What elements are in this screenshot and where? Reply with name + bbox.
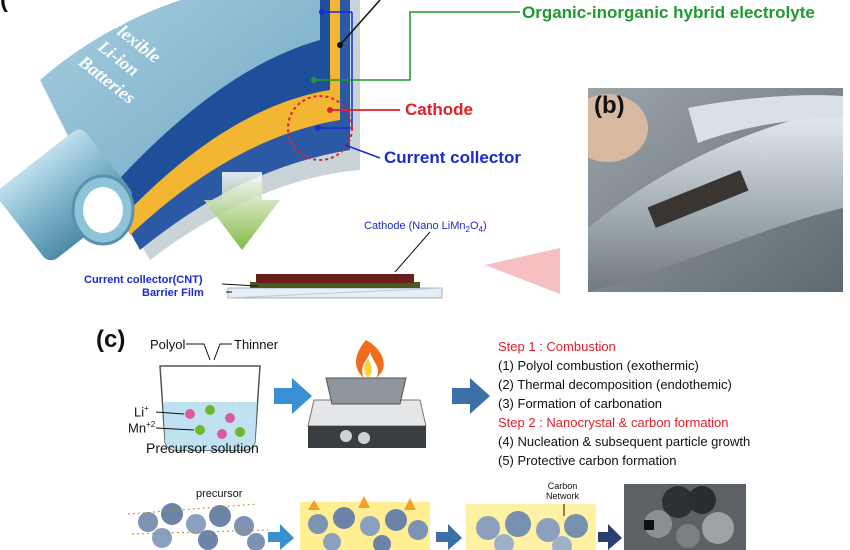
crucible [325, 377, 407, 405]
label-mn: Mn+2 [128, 420, 155, 435]
step2-item-2: (5) Protective carbon formation [498, 453, 677, 468]
step2-title: Step 2 : Nanocrystal & carbon formation [498, 415, 729, 430]
down-arrow [204, 172, 280, 250]
cathode-nano-sub1: 2 [465, 225, 470, 235]
synthesis-process [155, 340, 490, 451]
seq-arrow-3 [598, 524, 622, 550]
roll-hole [83, 187, 123, 233]
particle-sequence [127, 484, 746, 550]
cathode-nano-mid: O [469, 220, 479, 232]
panel-c-letter: (c) [96, 326, 126, 353]
panel-b-photo: (b) [588, 88, 843, 292]
mn-sup: +2 [146, 420, 156, 429]
step1-title: Step 1 : Combustion [498, 339, 616, 354]
cnt-collector [250, 282, 420, 288]
zoom-circle [287, 95, 353, 161]
step1-item-2: (2) Thermal decomposition (endothemic) [498, 377, 732, 392]
carbon-network-line-1: Carbon [547, 481, 578, 491]
particles-stage-2 [300, 496, 430, 550]
cathode-film [256, 274, 414, 283]
label-current-collector: Current collector [384, 148, 521, 167]
particles-stage-3 [466, 504, 596, 550]
cathode-nano-sub2: 4 [478, 225, 483, 235]
label-cathode: Cathode [405, 100, 473, 119]
label-precursor-solution: Precursor solution [146, 440, 259, 456]
pink-arrow [485, 248, 560, 294]
label-thinner: Thinner [234, 337, 279, 352]
label-li: Li+ [134, 404, 149, 419]
label-polyol: Polyol [150, 337, 186, 352]
steps-list: Step 1 : Combustion (1) Polyol combustio… [498, 337, 750, 470]
label-cnt: Current collector(CNT) [84, 274, 203, 286]
finger [588, 94, 648, 162]
seq-arrow-2 [436, 524, 462, 550]
battery-roll-illustration [0, 0, 560, 299]
label-carbon-network: Carbon Network [546, 481, 579, 501]
label-precursor: precursor [196, 488, 243, 500]
step2-item-1: (4) Nucleation & subsequent particle gro… [498, 434, 751, 449]
panel-b-letter: (b) [594, 92, 625, 119]
sem-image [624, 484, 746, 550]
label-cathode-nano: Cathode (Nano LiMn2O4) [364, 220, 487, 234]
step1-item-1: (1) Polyol combustion (exothermic) [498, 358, 699, 373]
step1-item-3: (3) Formation of carbonation [498, 396, 663, 411]
panel-a-letter: ( [0, 0, 8, 14]
cathode-nano-suffix: ) [482, 220, 487, 232]
mn-base: Mn [128, 420, 147, 436]
carbon-network-line-2: Network [546, 491, 580, 501]
label-electrolyte: Organic-inorganic hybrid electrolyte [522, 3, 815, 22]
seq-arrow-1 [268, 524, 294, 550]
foil-top [688, 95, 843, 143]
cathode-nano-prefix: Cathode (Nano LiMn [364, 220, 466, 232]
roll-body [0, 129, 133, 261]
label-barrier: Barrier Film [142, 287, 204, 299]
flame [356, 340, 384, 378]
li-base: Li [134, 404, 145, 420]
sheet-light [40, 0, 320, 200]
dark-band [647, 170, 749, 228]
li-sup: + [144, 404, 149, 413]
particles-stage-1 [127, 503, 269, 550]
process-arrow-1 [274, 378, 312, 414]
process-arrow-2 [452, 378, 490, 414]
flexible-battery-photo [588, 88, 843, 292]
